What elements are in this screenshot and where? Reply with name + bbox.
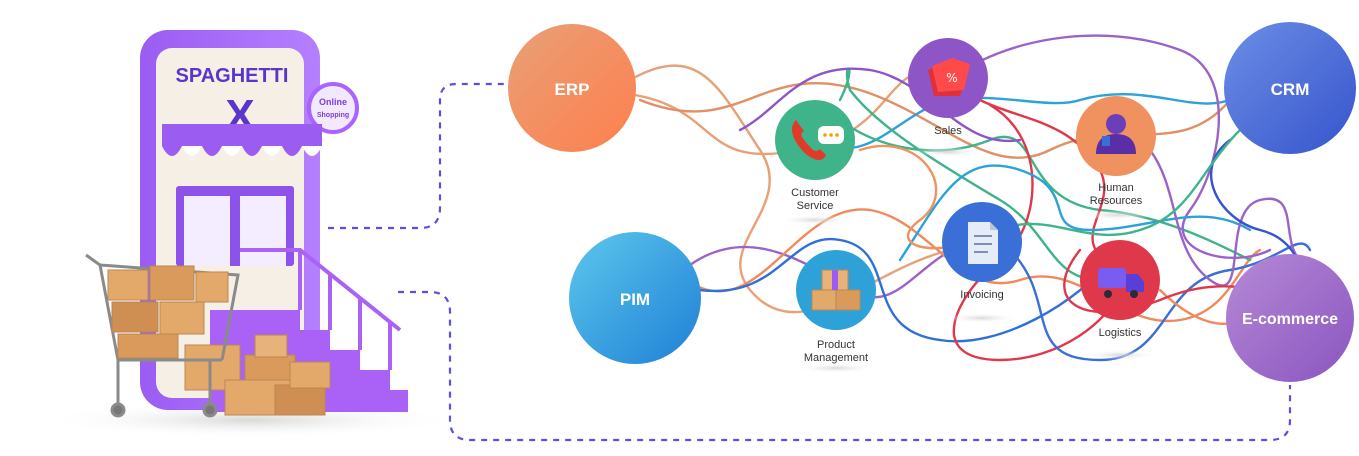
- price-tag-icon: %: [928, 58, 970, 96]
- delivery-truck-icon: [1098, 268, 1144, 298]
- store-sign-title: SPAGHETTI: [176, 65, 289, 87]
- cart-boxes: [107, 265, 229, 359]
- online-store-illustration: SPAGHETTI X Online Shopping: [40, 30, 460, 438]
- document-icon: [968, 222, 998, 264]
- product-management-label-2: Management: [804, 352, 868, 364]
- module-human-resources[interactable]: Human Resources: [1076, 96, 1156, 220]
- human-resources-label-1: Human: [1098, 182, 1133, 194]
- badge-line1: Online: [319, 97, 347, 107]
- customer-service-label-2: Service: [797, 200, 834, 212]
- shopping-cart: [85, 253, 240, 418]
- sales-label: Sales: [934, 125, 962, 137]
- system-ecommerce[interactable]: E-commerce: [1226, 254, 1354, 382]
- person-icon: [1096, 114, 1136, 154]
- svg-text:%: %: [946, 71, 957, 85]
- ecommerce-label: E-commerce: [1242, 311, 1338, 328]
- system-erp[interactable]: ERP: [508, 24, 636, 152]
- logistics-label: Logistics: [1099, 327, 1142, 339]
- module-customer-service[interactable]: Customer Service: [775, 100, 855, 225]
- invoicing-label: Invoicing: [960, 289, 1003, 301]
- product-management-label-1: Product: [817, 339, 855, 351]
- human-resources-label-2: Resources: [1090, 195, 1143, 207]
- erp-label: ERP: [555, 80, 590, 99]
- customer-service-label-1: Customer: [791, 187, 839, 199]
- module-sales[interactable]: % Sales: [908, 38, 988, 157]
- boxes-icon: [811, 269, 861, 311]
- module-product-management[interactable]: Product Management: [796, 250, 876, 373]
- crm-label: CRM: [1271, 80, 1310, 99]
- system-pim[interactable]: PIM: [569, 232, 701, 364]
- store-to-erp-connector: [328, 82, 508, 230]
- cardboard-boxes: [184, 334, 331, 416]
- badge-line2: Shopping: [317, 112, 349, 119]
- module-logistics[interactable]: Logistics: [1080, 240, 1160, 360]
- pim-label: PIM: [620, 290, 650, 309]
- module-invoicing[interactable]: Invoicing: [942, 202, 1022, 323]
- store-connectors: [328, 82, 1292, 442]
- tangled-connections: [628, 34, 1312, 362]
- system-crm[interactable]: CRM: [1224, 22, 1356, 154]
- awning: [162, 146, 322, 156]
- online-shopping-badge: [307, 82, 359, 134]
- store-to-ecommerce-connector: [398, 290, 1292, 442]
- phone-chat-icon: [792, 120, 844, 160]
